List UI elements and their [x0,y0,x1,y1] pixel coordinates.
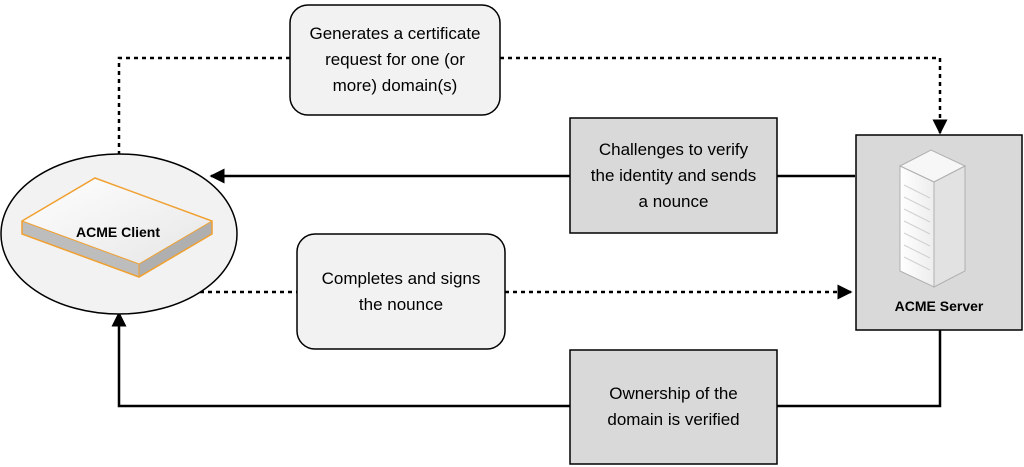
connector-request-left [117,56,290,155]
connector-verified-right [777,330,942,408]
step-request-box [289,4,501,116]
step-challenge-box [569,117,778,234]
step-verified-box [569,349,778,465]
server-tower-icon [898,149,967,288]
connector-request-right [500,56,948,135]
step-sign-box [296,233,506,350]
connector-verified-left [111,311,570,408]
client-plate-icon [21,177,213,278]
